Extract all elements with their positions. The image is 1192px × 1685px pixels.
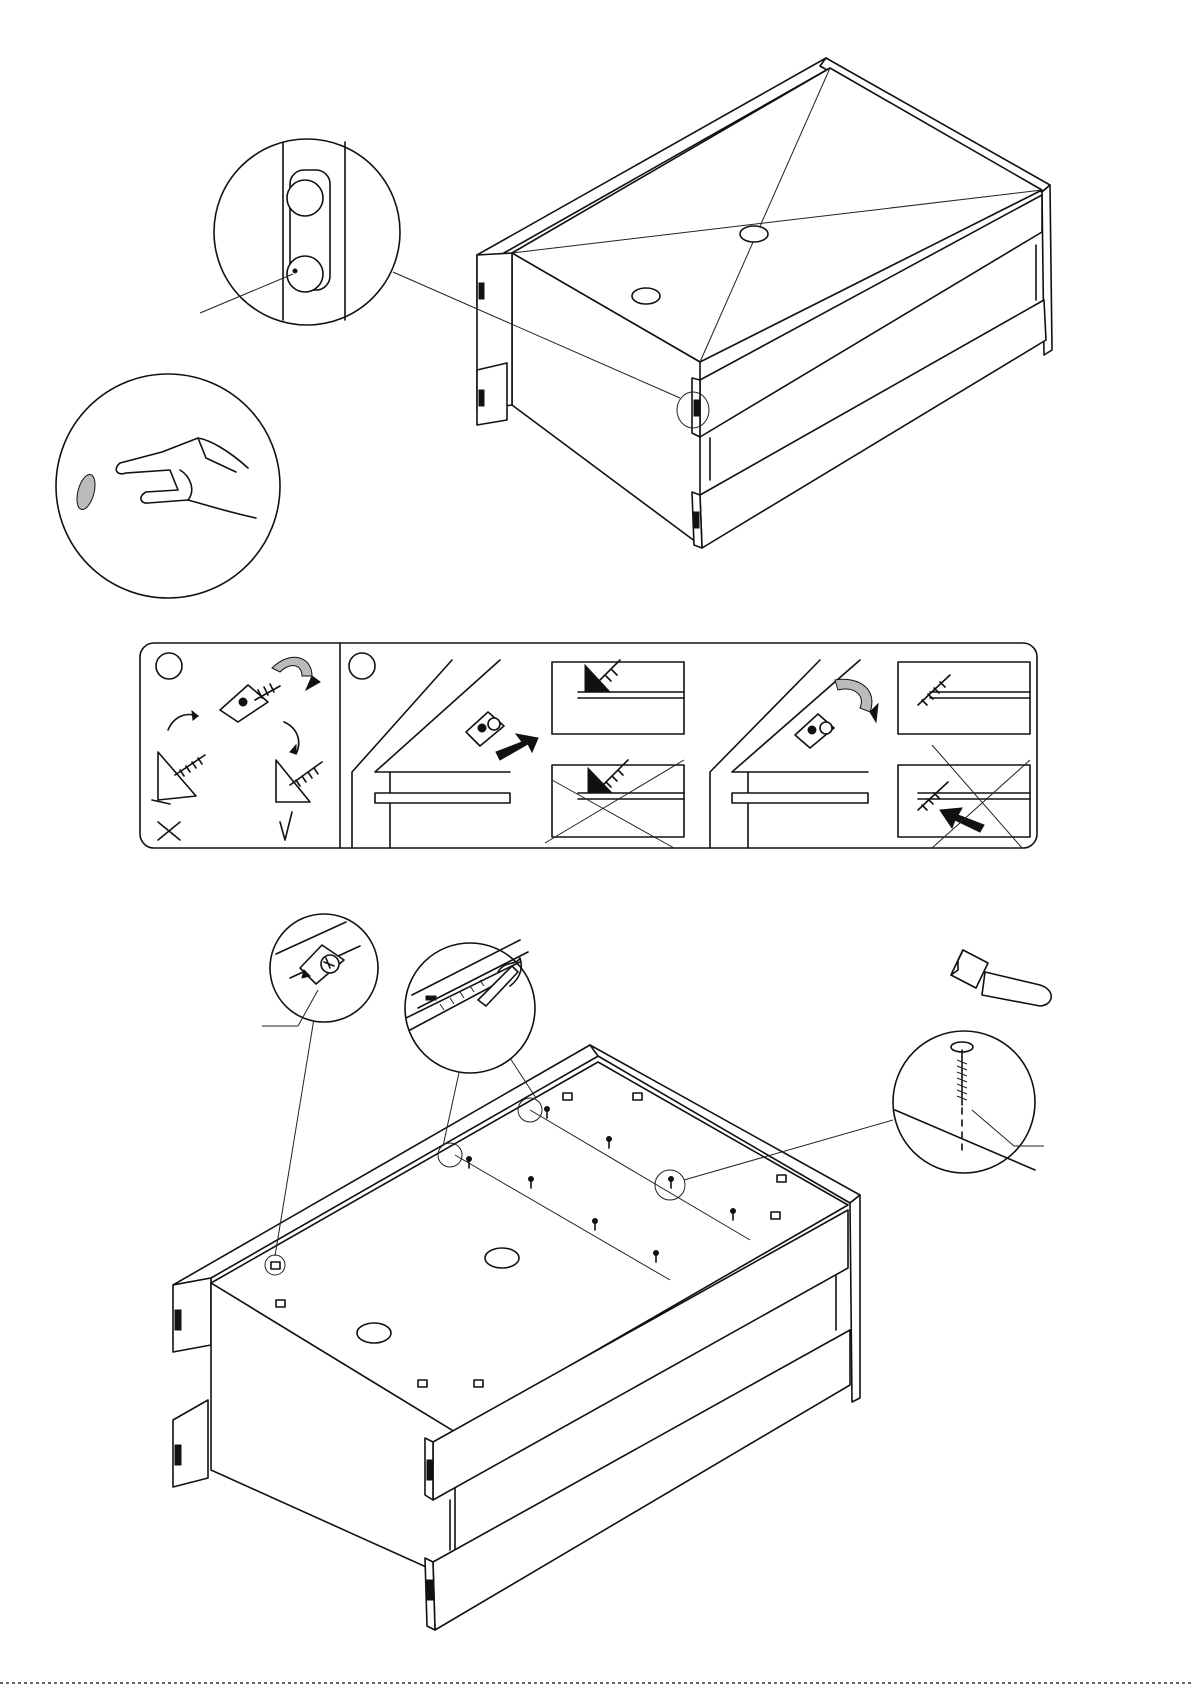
- magnet-catch: [175, 1445, 181, 1465]
- magnet-catch: [175, 1310, 181, 1330]
- nail-detail: [893, 1031, 1044, 1173]
- frame-top-view: [56, 58, 1052, 598]
- magnet-catch: [694, 400, 699, 416]
- magnet-catch: [427, 1580, 433, 1600]
- bracket-detail: [262, 914, 378, 1026]
- fingertip-press-detail: [56, 374, 280, 598]
- magnet-catch: [427, 1460, 433, 1480]
- corner-bracket-instructions: [140, 643, 1037, 848]
- frame-inside-view: [173, 914, 1051, 1630]
- cable-hole: [357, 1323, 391, 1343]
- magnet-catch: [479, 390, 484, 406]
- hammer-icon: [951, 950, 1051, 1006]
- pencil-marking-detail: [405, 940, 535, 1073]
- magnet-catch: [694, 512, 699, 528]
- magnet-catch-detail: [200, 139, 400, 325]
- magnet-catch: [479, 283, 484, 299]
- cable-hole: [632, 288, 660, 304]
- cable-hole: [740, 226, 768, 242]
- cable-hole: [485, 1248, 519, 1268]
